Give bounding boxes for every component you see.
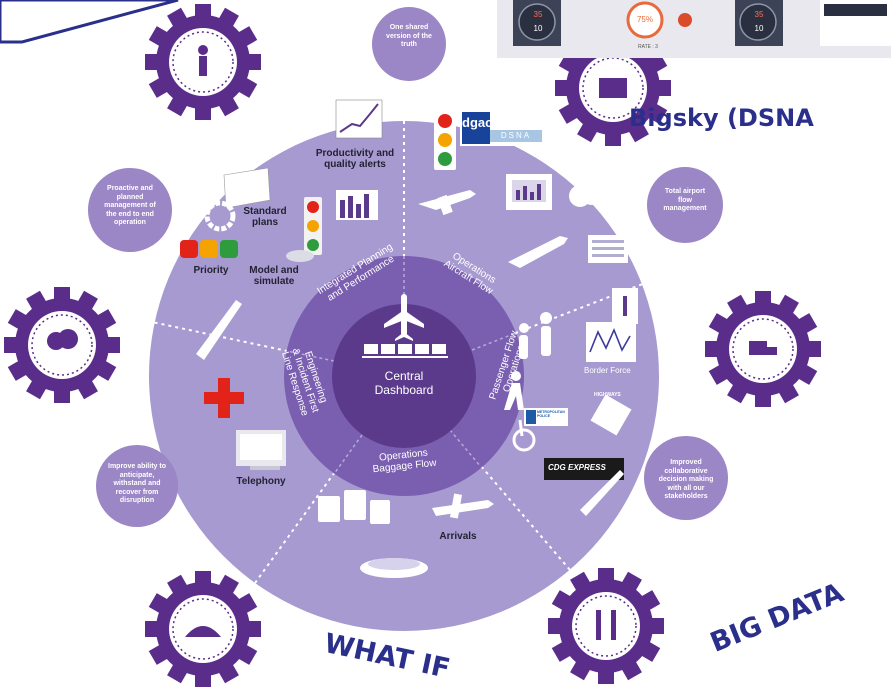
label-dgac: dgac: [462, 115, 493, 130]
gauge2-top: 35: [754, 10, 764, 19]
label-police: METROPOLITAN POLICE: [537, 410, 565, 418]
monitor-chart-icon: [506, 174, 552, 210]
bubble-bottom-right-text: Improved collaborative decision making w…: [658, 459, 714, 500]
bubble-top-text: One shared version of the truth: [386, 24, 432, 48]
central-dashboard-circle: [332, 304, 476, 448]
center-line1: Central: [384, 369, 424, 383]
label-cdg: CDG EXPRESS: [548, 463, 606, 472]
storm-icon: [3, 286, 121, 404]
airplane-takeoff-icon: [508, 236, 568, 268]
truck-icon: [704, 290, 822, 408]
bags-icon: [318, 490, 390, 524]
walking-person-icon: [504, 371, 524, 410]
airplane-small-icon: [418, 190, 476, 216]
bubble-bottom-left: [96, 445, 178, 527]
people-icon: [519, 312, 552, 359]
airplane-icon: [384, 294, 424, 341]
bubble-right-text: Total airport flow management: [663, 188, 707, 212]
label-dsna: DSNA: [500, 131, 532, 140]
bar-chart-icon: [336, 190, 378, 220]
label-arrivals: Arrivals: [439, 531, 477, 542]
gauge1-bottom: 10: [533, 24, 543, 33]
bubble-left-text: Proactive and planned management of the …: [104, 185, 156, 226]
wave-chart-icon: [586, 322, 636, 362]
screen-panel-icon: [588, 235, 628, 263]
bubble-bottom-left-text: Improve ability to anticipate, withstand…: [108, 463, 166, 504]
wheelchair-icon: [512, 419, 536, 452]
tower-icon: [580, 470, 624, 516]
bridge-icon: [547, 567, 665, 685]
rate-text: RATE : 3: [638, 44, 658, 50]
label-standard-plans: Standard plans: [243, 206, 287, 228]
bubble-left: [88, 168, 172, 252]
model-disc-icon: [286, 250, 314, 262]
label-productivity: Productivity and quality alerts: [315, 148, 395, 170]
pen-icon: [196, 300, 242, 360]
bubble-right: [647, 167, 723, 243]
percent-gauge: 75%: [636, 15, 653, 24]
cdg-logo-icon: [544, 458, 624, 480]
terminal-building-icon: [144, 570, 262, 688]
label-border-force: Border Force: [584, 366, 631, 375]
central-dashboard-label: Central Dashboard: [364, 369, 444, 397]
first-aid-icon: [204, 378, 244, 418]
line-chart-icon: [335, 99, 383, 139]
police-logo-icon: [524, 408, 568, 426]
label-highways: HIGHWAYS: [594, 392, 621, 398]
gauge1-top: 35: [533, 10, 543, 19]
bubble-bottom-right: [644, 436, 728, 520]
dashboard-screenshot: [497, 0, 891, 58]
gauge2-bottom: 10: [754, 24, 764, 33]
label-model-simulate: Model and simulate: [249, 265, 299, 287]
label-telephony: Telephony: [236, 476, 286, 487]
traffic-light-icon: [304, 197, 322, 255]
baggage-scanner-icon: [554, 29, 672, 147]
traffic-light-tall-icon: [434, 110, 456, 170]
bubble-top: [372, 7, 446, 81]
label-priority: Priority: [193, 265, 229, 276]
bigsky-callout: Bigsky (DSNA: [629, 104, 814, 132]
center-line2: Dashboard: [374, 383, 434, 397]
target-icon: [204, 200, 236, 232]
caption-box-fragment: [0, 0, 179, 44]
baggage-tag-icon: [590, 394, 632, 436]
info-sign-icon: [612, 288, 638, 324]
dgac-logo-icon: [460, 110, 544, 146]
walker-icon: [144, 3, 262, 121]
book-icon: [223, 167, 271, 209]
arrivals-plane-icon: [432, 493, 494, 519]
telephony-icon: [236, 430, 286, 470]
carousel-icon: [360, 558, 428, 578]
weather-icon: [569, 179, 611, 207]
priority-icon: [180, 240, 238, 258]
monitors-icon: [362, 344, 448, 358]
